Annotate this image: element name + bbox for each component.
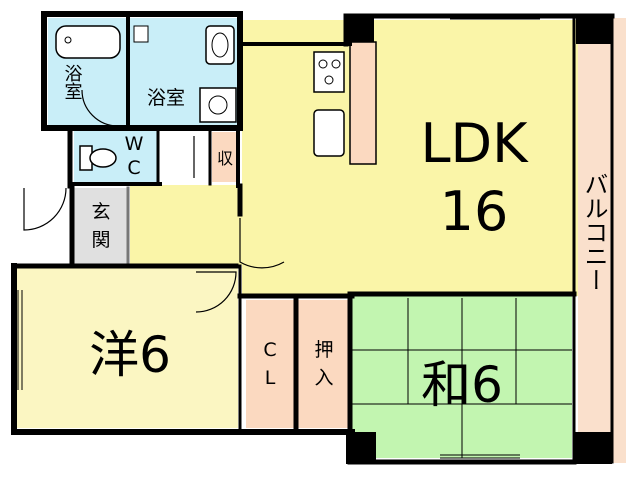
kitchen-counter [349,41,377,165]
closet-floor [246,300,294,428]
ldk-label: LDK [420,112,529,175]
shower-icon [133,25,149,43]
entrance-floor [74,188,128,264]
ldk-floor [242,20,578,296]
japanese-room-label: 和6 [421,356,503,414]
balcony-label: バルコニー [580,172,608,292]
closet-label-1: C [263,339,276,361]
bath-label: 浴室 [62,64,83,100]
wc-c-label: C [127,157,140,179]
stove-icon [313,51,345,93]
entrance-label-1: 玄 [91,201,110,223]
walls [11,11,615,465]
ldk-size-label: 16 [440,180,509,243]
oshiire-label-1: 押 [314,339,333,361]
closet-label-2: L [265,367,276,389]
kitchen-sink-icon [313,109,345,157]
storage-label: 収 [217,149,233,168]
entrance-label-2: 関 [91,229,110,251]
toilet-icon [79,145,117,171]
oshiire-floor [298,300,350,428]
tatami-lines [352,298,572,458]
corridor-floor [130,185,245,265]
wc-w-label: W [125,133,144,155]
western-room-label: 洋6 [89,326,171,384]
windows [17,18,540,459]
washbasin-icon [205,25,235,65]
western-room-floor [16,268,238,428]
bathtub-icon [55,25,121,59]
washroom-label: 浴室 [147,87,185,109]
pillars [346,14,612,464]
storage-floor [212,132,238,182]
door-swings [23,89,285,313]
oshiire-label-2: 入 [314,367,333,389]
balcony-floor [578,18,626,463]
washer-icon [199,87,237,123]
